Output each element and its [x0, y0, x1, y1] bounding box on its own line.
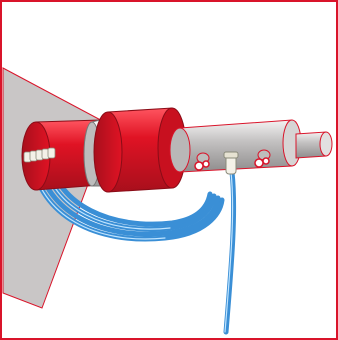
hose-connector-drop — [224, 152, 238, 174]
